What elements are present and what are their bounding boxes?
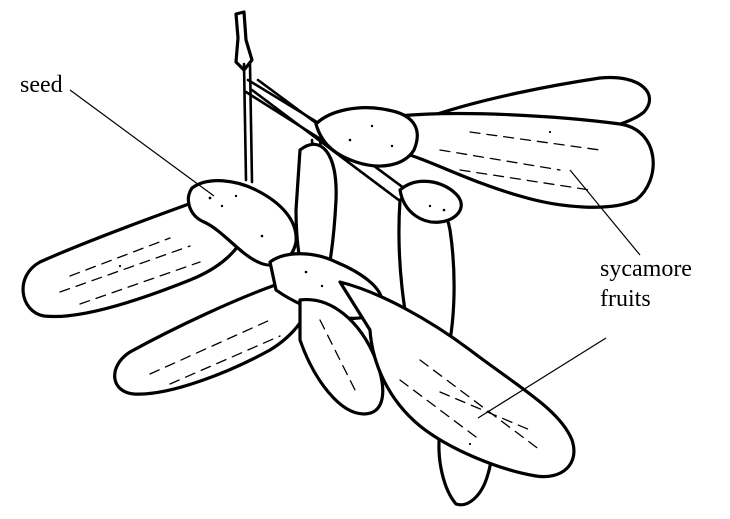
- seed-label: seed: [20, 70, 63, 100]
- main-stem: [236, 12, 252, 70]
- fruits-label-line2: fruits: [600, 284, 651, 314]
- seed-leader-line: [70, 90, 214, 196]
- fruits-label-line1: sycamore: [600, 254, 692, 284]
